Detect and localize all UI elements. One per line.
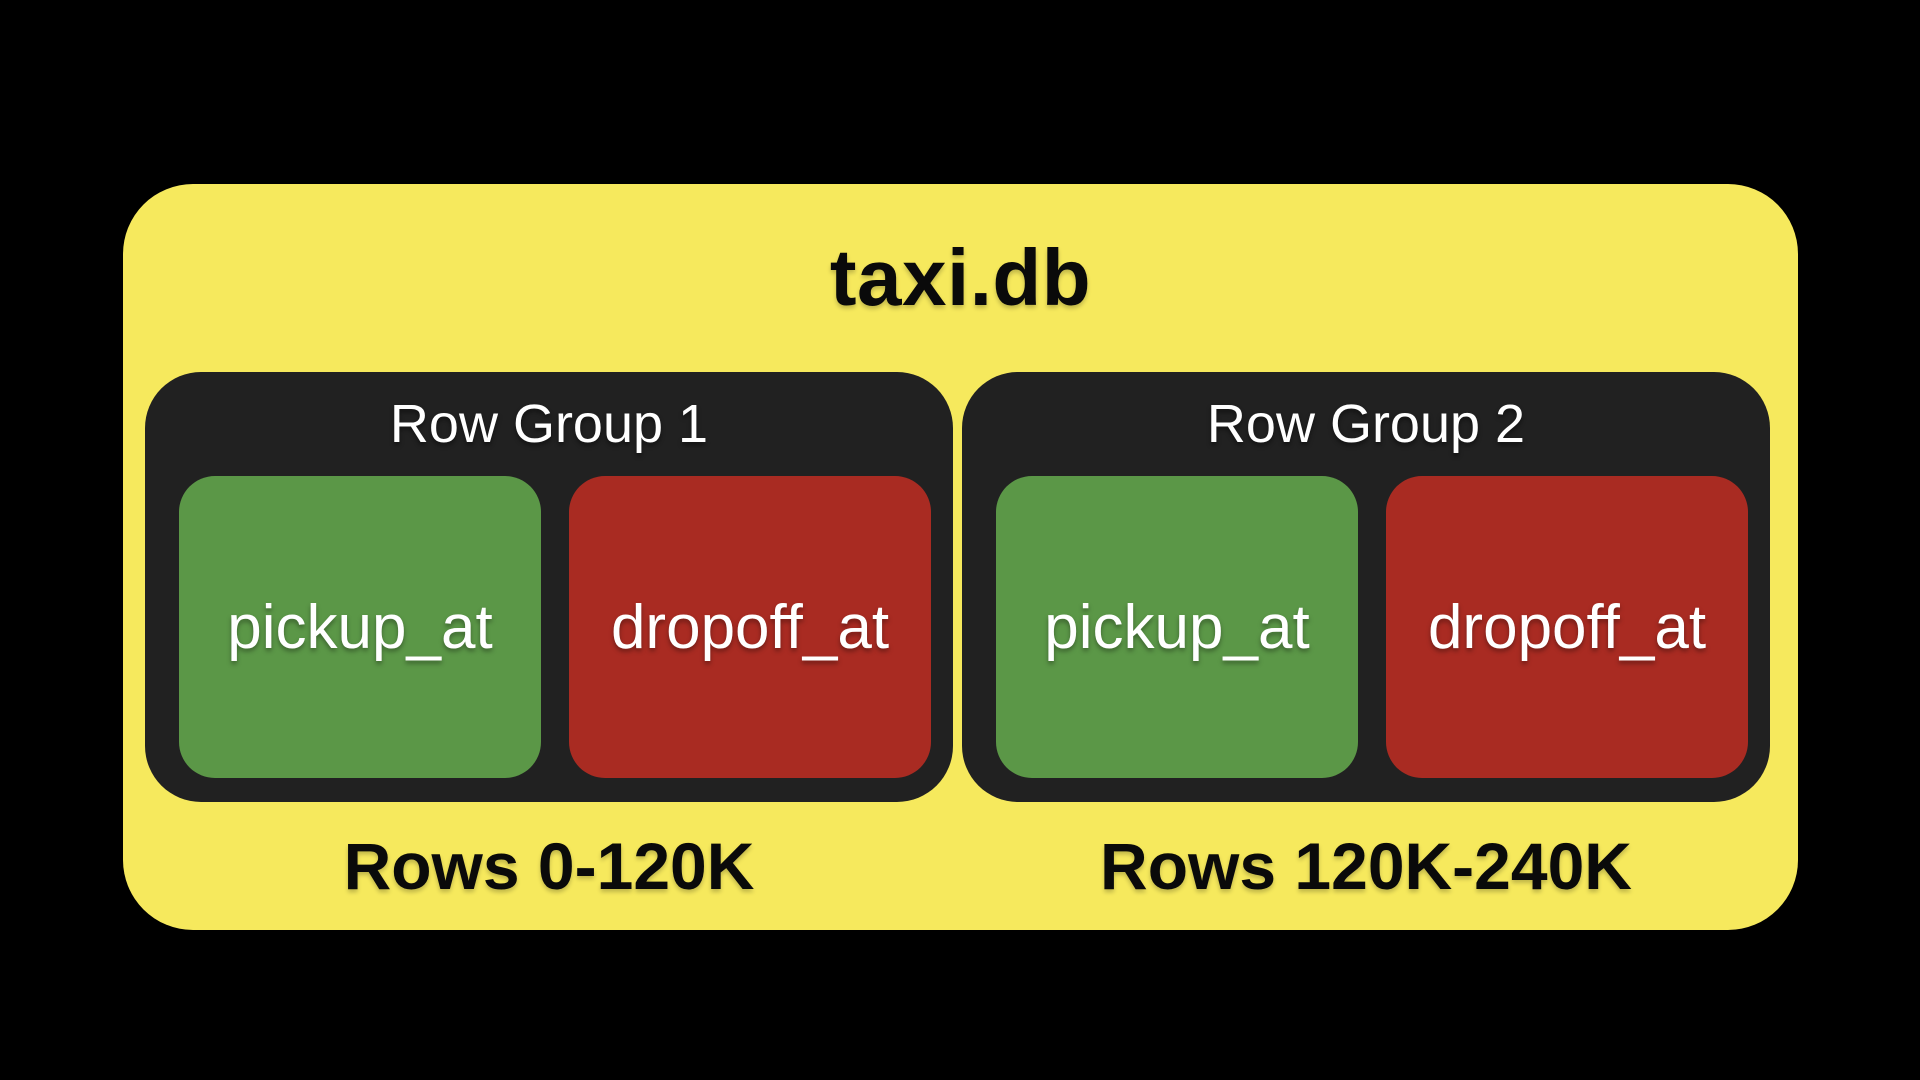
row-group-1: Row Group 1 pickup_at dropoff_at: [145, 372, 953, 802]
column-chunk-dropoff: dropoff_at: [1386, 476, 1748, 778]
row-range-captions: Rows 0-120K Rows 120K-240K: [145, 802, 1770, 930]
row-range-caption-2: Rows 120K-240K: [1100, 829, 1632, 903]
row-group-2-columns: pickup_at dropoff_at: [996, 476, 1748, 778]
column-label: pickup_at: [227, 592, 493, 662]
column-chunk-pickup: pickup_at: [179, 476, 541, 778]
column-chunk-pickup: pickup_at: [996, 476, 1358, 778]
column-label: dropoff_at: [1427, 592, 1707, 662]
database-file-title: taxi.db: [829, 233, 1092, 322]
column-label: pickup_at: [1044, 592, 1310, 662]
row-group-1-header: Row Group 1: [389, 394, 709, 454]
row-group-2-header: Row Group 2: [1206, 394, 1526, 454]
row-range-caption-1: Rows 0-120K: [343, 829, 755, 903]
row-group-2: Row Group 2 pickup_at dropoff_at: [962, 372, 1770, 802]
row-group-1-columns: pickup_at dropoff_at: [179, 476, 931, 778]
column-chunk-dropoff: dropoff_at: [569, 476, 931, 778]
row-groups-row: Row Group 1 pickup_at dropoff_at Row Gro…: [145, 372, 1770, 802]
database-file-container: taxi.db Row Group 1 pickup_at dropoff_at…: [123, 184, 1798, 930]
column-label: dropoff_at: [610, 592, 890, 662]
